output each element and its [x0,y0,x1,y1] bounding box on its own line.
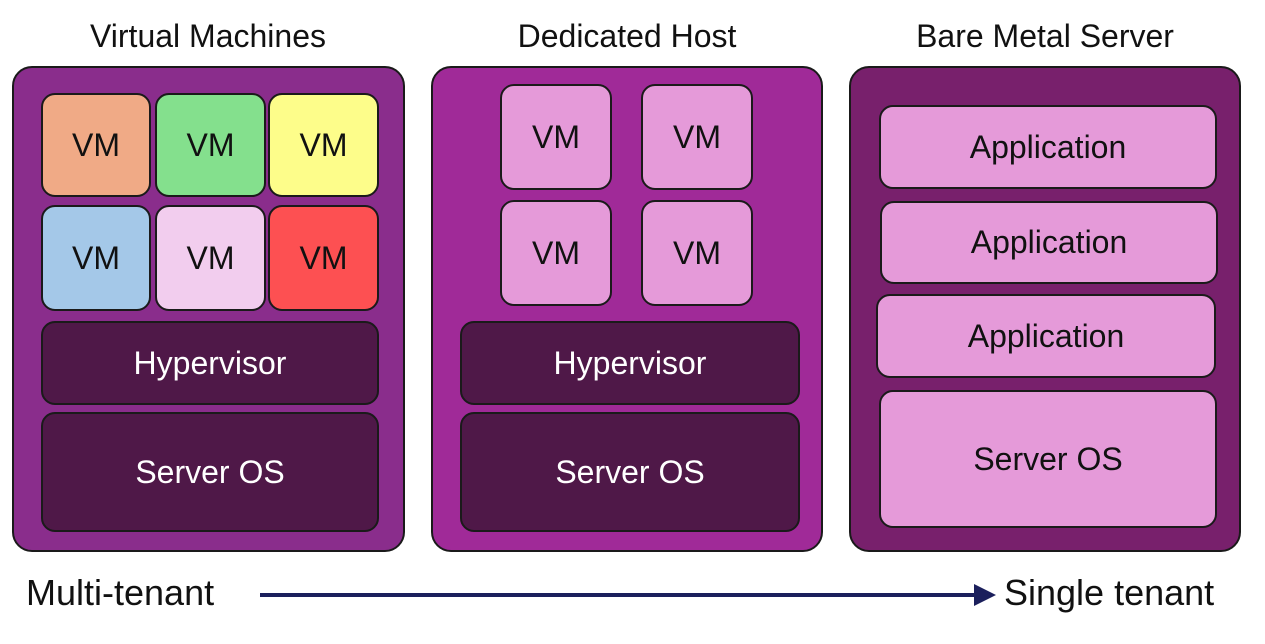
multi-tenant-label: Multi-tenant [26,572,215,613]
vm-label: VM [532,118,580,155]
application-label: Application [967,317,1125,354]
virtual-machines-panel: VM VM VM VM VM VM Hypervisor Server OS [12,66,405,552]
vm-box: VM [41,205,151,311]
hypervisor-layer: Hypervisor [460,321,800,405]
hypervisor-layer: Hypervisor [41,321,379,405]
vm-box: VM [500,84,612,190]
application-label: Application [969,128,1127,165]
server-os-label: Server OS [135,453,285,490]
tenancy-arrow-head [974,584,996,606]
vm-label: VM [72,239,120,276]
vm-box: VM [155,93,266,197]
single-tenant-label: Single tenant [1004,572,1215,613]
virtual-machines-title: Virtual Machines [90,18,326,54]
application-label: Application [970,224,1128,260]
application-layer: Application [879,105,1217,189]
vm-label: VM [186,126,235,163]
server-os-layer: Server OS [879,390,1217,528]
server-os-label: Server OS [973,440,1123,477]
vm-label: VM [532,234,580,271]
dedicated-host-panel: VM VM VM VM Hypervisor Server OS [431,66,823,552]
application-layer: Application [880,201,1218,284]
vm-box: VM [268,205,379,311]
server-os-layer: Server OS [41,412,379,532]
dedicated-host-title: Dedicated Host [517,18,737,54]
vm-box: VM [268,93,379,197]
vm-label: VM [673,234,721,271]
vm-label: VM [299,239,348,276]
vm-box: VM [41,93,151,197]
vm-box: VM [500,200,612,306]
vm-label: VM [299,126,348,163]
vm-label: VM [72,126,120,163]
vm-box: VM [641,84,753,190]
vm-box: VM [641,200,753,306]
vm-box: VM [155,205,266,311]
server-os-label: Server OS [555,453,705,490]
hypervisor-label: Hypervisor [553,344,707,381]
hypervisor-label: Hypervisor [133,344,287,381]
vm-label: VM [673,118,721,155]
bare-metal-server-panel: Application Application Application Serv… [849,66,1241,552]
server-os-layer: Server OS [460,412,800,532]
tenancy-arrow [260,584,996,606]
vm-label: VM [186,239,235,276]
application-layer: Application [876,294,1216,378]
bare-metal-server-title: Bare Metal Server [916,18,1174,54]
